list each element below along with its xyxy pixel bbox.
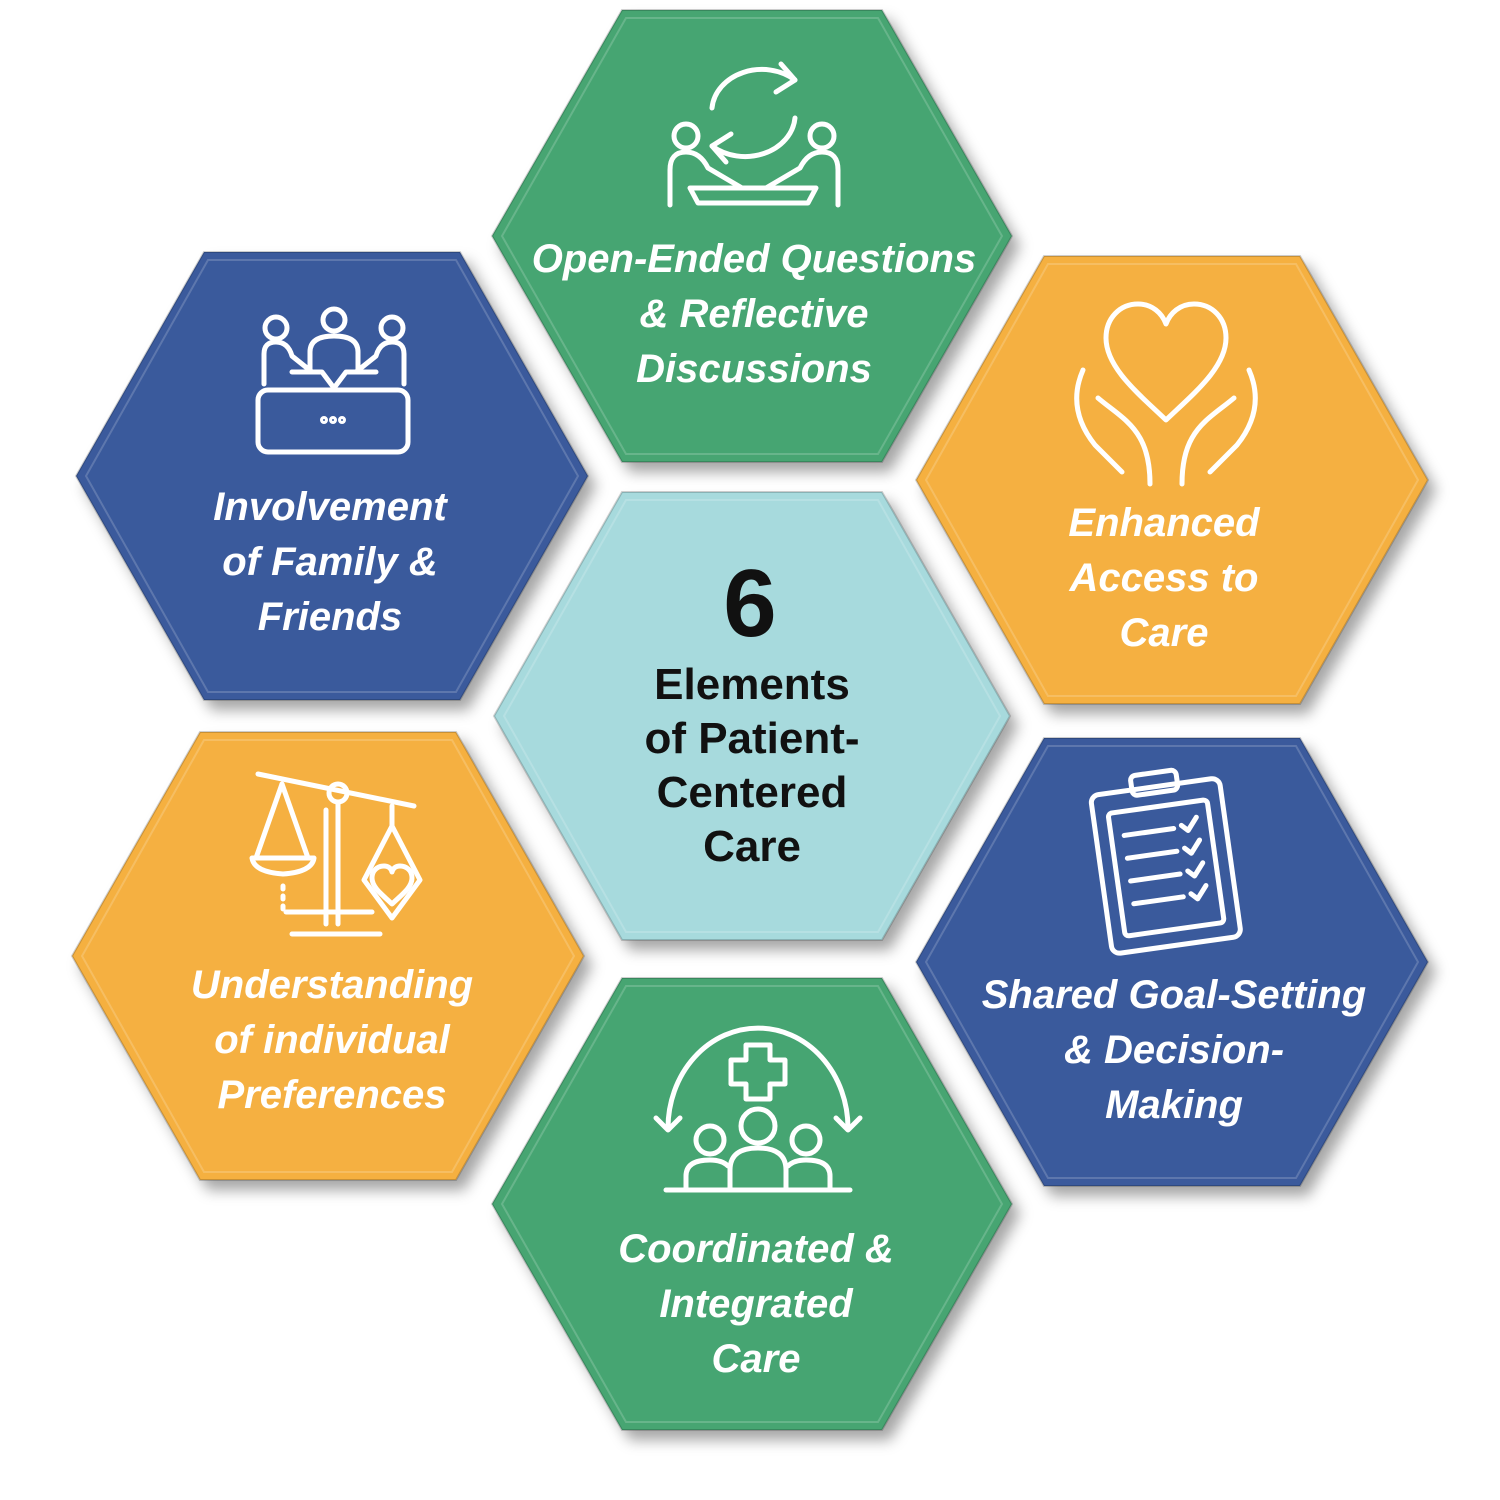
hexagon-center-title: 6 Elements of Patient- Centered Care (492, 491, 1012, 941)
hexagon-face (924, 263, 1420, 697)
hexagon-face (502, 499, 1002, 933)
medical-team-icon (653, 1025, 863, 1193)
hexagon-face (500, 985, 1004, 1423)
element-label: of individual (214, 1018, 450, 1062)
element-label: Involvement (213, 485, 448, 529)
hexagon-understanding-preferences: Understanding of individual Preferences (70, 731, 586, 1181)
element-label: Coordinated & (618, 1227, 894, 1271)
center-title-line: Centered (657, 768, 848, 817)
hexagon-face (84, 259, 580, 693)
element-label: & Decision- (1064, 1028, 1284, 1072)
hexagon-shared-goal-setting: Shared Goal-Setting & Decision- Making (914, 737, 1430, 1187)
element-label: Access to (1069, 556, 1259, 600)
element-label: Care (1120, 611, 1209, 655)
center-title-line: Care (703, 822, 801, 871)
hexagon-face (500, 17, 1004, 455)
element-label: Integrated (659, 1282, 854, 1326)
element-label: Enhanced (1068, 501, 1261, 545)
family-meeting-icon (255, 306, 411, 455)
element-label: Preferences (217, 1073, 446, 1117)
element-label: of Family & (222, 540, 438, 584)
element-label: Shared Goal-Setting (982, 973, 1367, 1017)
clipboard-checklist-icon (1088, 767, 1243, 956)
element-label: Care (712, 1337, 801, 1381)
element-label: Understanding (191, 963, 473, 1007)
center-title-line: Elements (654, 660, 850, 709)
element-label: Friends (258, 595, 402, 639)
element-label: Making (1105, 1083, 1243, 1127)
hexagon-face (80, 739, 576, 1173)
center-title-line: of Patient- (644, 714, 859, 763)
hexagon-face (924, 745, 1420, 1179)
hands-heart-icon (1074, 301, 1258, 487)
element-label: & Reflective (640, 292, 869, 336)
hexagon-enhanced-access: Enhanced Access to Care (914, 255, 1430, 705)
balance-scale-heart-icon (249, 771, 423, 937)
hexagon-open-ended-questions: Open-Ended Questions & Reflective Discus… (490, 9, 1014, 463)
conversation-cycle-icon (667, 61, 841, 208)
element-label: Discussions (636, 347, 872, 391)
element-label: Open-Ended Questions (532, 237, 976, 281)
hexagon-involvement-family: Involvement of Family & Friends (74, 251, 590, 701)
hexagon-coordinated-care: Coordinated & Integrated Care (490, 977, 1014, 1431)
center-number: 6 (723, 550, 776, 657)
